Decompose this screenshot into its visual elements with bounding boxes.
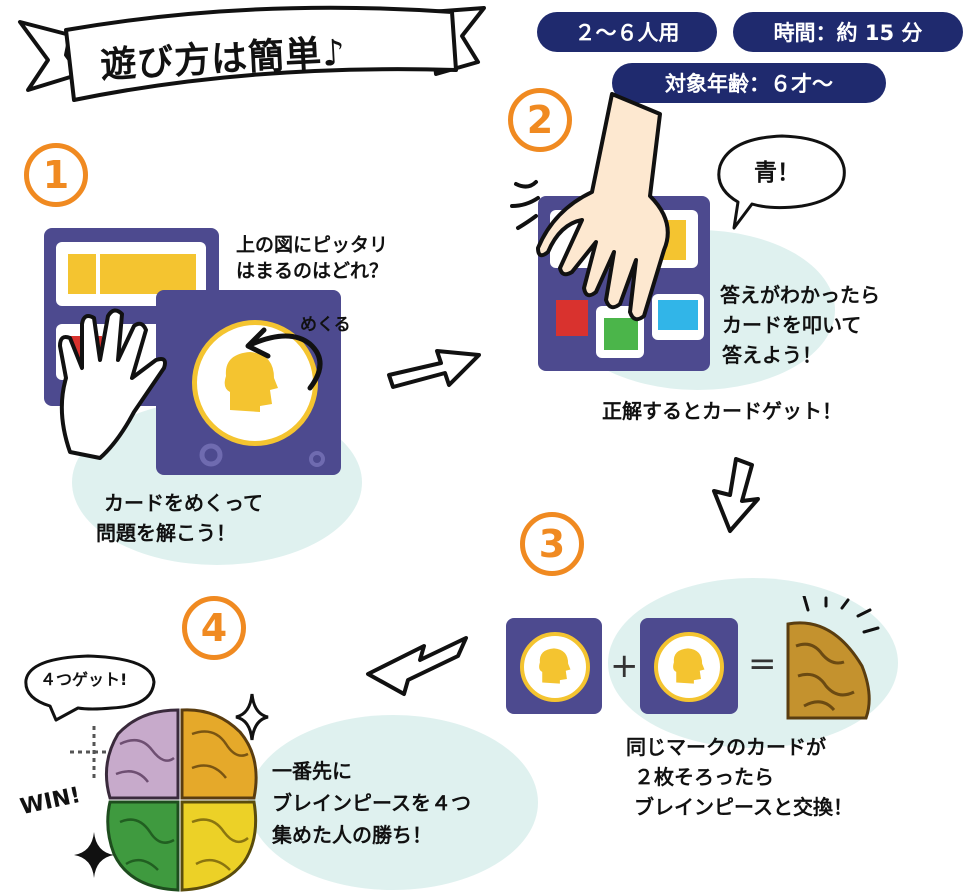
step1-caption-line-2: 問題を解こう！ [96, 521, 236, 545]
step-4-number: 4 [182, 596, 246, 660]
step-2-number: 2 [508, 88, 572, 152]
step2-result: 正解するとカードゲット！ [602, 399, 842, 423]
title-banner: 遊び方は簡単♪ [0, 0, 500, 120]
gear-icon [309, 451, 325, 467]
plus-sign: + [610, 646, 639, 686]
step2-caption-line-2: カードを叩いて [722, 313, 862, 337]
sparkle-icon [235, 693, 269, 741]
star-icon [74, 832, 114, 878]
question-line-1: 上の図にピッタリ [236, 234, 389, 256]
win-text: WIN! [18, 782, 83, 821]
four-get-text: ４つゲット! [40, 670, 128, 689]
arrow-left-icon [366, 636, 468, 696]
brain-icon [104, 708, 258, 892]
hand-icon [58, 308, 167, 460]
time-badge: 時間：約 15 分 [733, 12, 963, 52]
green-block-icon [604, 318, 638, 350]
step2-caption-line-1: 答えがわかったら [720, 283, 880, 307]
head-mark-icon [224, 352, 278, 412]
arrow-down-icon [712, 457, 760, 533]
step-1-number: 1 [24, 143, 88, 207]
impact-lines-icon [510, 180, 540, 230]
age-badge: 対象年齢：６才〜 [612, 63, 886, 103]
arrow-right-icon [387, 349, 481, 389]
step4-caption-line-2: ブレインピースを４つ [272, 791, 471, 815]
step3-caption-line-1: 同じマークのカードが [626, 735, 826, 759]
mark-card-right [640, 618, 738, 714]
red-block-icon [556, 300, 588, 336]
step3-caption-line-3: ブレインピースと交換！ [634, 795, 853, 819]
step-3-number: 3 [520, 512, 584, 576]
step2-caption-line-3: 答えよう！ [722, 343, 822, 367]
question-line-2: はまるのはどれ？ [236, 260, 389, 282]
gear-icon [199, 443, 223, 467]
blue-block-icon [658, 300, 698, 330]
speech-bubble-icon [24, 654, 156, 722]
slapping-hand-icon [536, 92, 670, 322]
players-badge: ２〜６人用 [537, 12, 717, 52]
flip-label: めくる [300, 315, 351, 335]
head-mark-icon [539, 648, 571, 684]
shout-text: 青！ [754, 160, 800, 186]
step4-caption-line-1: 一番先に [272, 759, 352, 783]
mark-card-left [506, 618, 602, 714]
flip-arrow-icon [245, 327, 323, 391]
step4-background-blob [248, 715, 538, 890]
step4-caption-line-3: 集めた人の勝ち！ [272, 823, 432, 847]
yellow-block-icon [100, 254, 196, 294]
step3-caption-line-2: ２枚そろったら [634, 765, 774, 789]
equals-sign: = [748, 644, 777, 684]
banner-ribbon-icon [18, 5, 486, 102]
brain-piece-icon [786, 596, 880, 720]
step1-caption-line-1: カードをめくって [104, 491, 263, 515]
head-mark-icon [673, 648, 705, 684]
speech-bubble-icon [717, 134, 846, 230]
yellow-block-icon [68, 254, 96, 294]
